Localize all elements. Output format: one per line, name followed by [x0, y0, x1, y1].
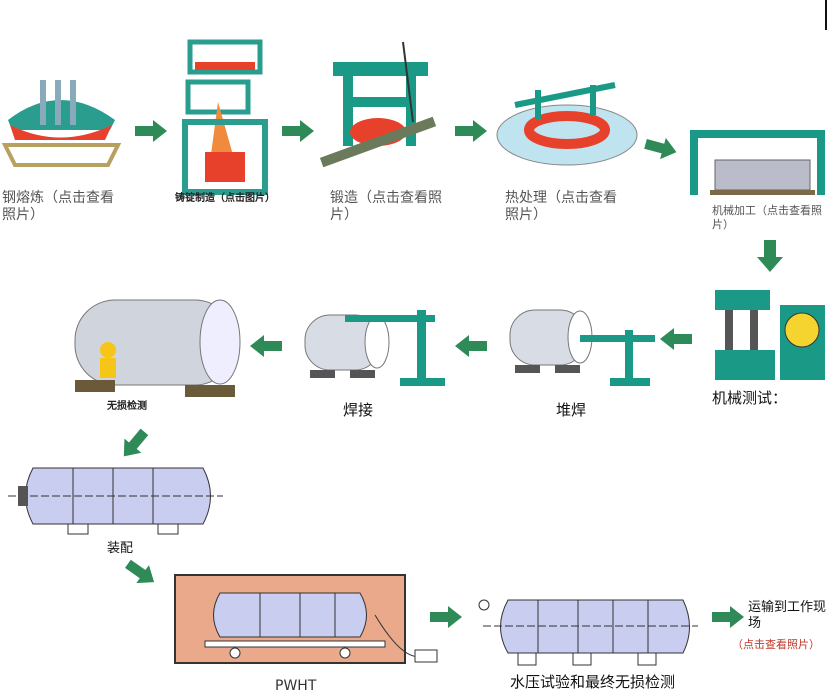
steel-melting-illustration[interactable]	[0, 70, 125, 170]
step-label-heat-treatment[interactable]: 热处理（点击查看照片）	[505, 190, 617, 223]
arrow-right-icon	[430, 606, 462, 628]
step-label-mechanical-test[interactable]: 机械测试：	[712, 389, 788, 407]
machining-illustration[interactable]	[690, 125, 830, 200]
step-label-steel-melting[interactable]: 钢熔炼（点击查看照片）	[2, 190, 114, 223]
step-label-hydro-test[interactable]: 水压试验和最终无损检测	[510, 673, 676, 691]
step-label-welding[interactable]: 焊接	[343, 401, 374, 419]
step-label-transport[interactable]: 运输到工作现场	[748, 600, 827, 631]
heat-treatment-illustration[interactable]	[495, 65, 640, 170]
mechanical-test-illustration[interactable]	[715, 285, 827, 385]
step-label-ndt[interactable]: 无损检测	[107, 401, 147, 412]
ingot-making-illustration[interactable]	[180, 39, 275, 195]
overlay-welding-illustration[interactable]	[505, 300, 665, 390]
arrow-right-icon	[282, 120, 314, 142]
arrow-right-icon	[712, 606, 744, 628]
hydro-test-vessel-illustration[interactable]	[478, 595, 698, 670]
arrow-left-icon	[660, 328, 692, 350]
arrow-left-icon	[250, 335, 282, 357]
step-label-forging[interactable]: 锻造（点击查看照片）	[330, 190, 442, 223]
arrow-right-icon	[455, 120, 487, 142]
step-label-assembly[interactable]: 装配	[107, 541, 134, 556]
arrow-right-icon	[644, 137, 677, 160]
step-label-overlay-welding[interactable]: 堆焊	[556, 401, 587, 419]
welding-illustration[interactable]	[304, 300, 455, 390]
arrow-down-icon	[757, 240, 783, 272]
pwht-furnace-illustration[interactable]	[174, 574, 438, 667]
ndt-illustration[interactable]	[70, 295, 245, 410]
assembly-vessel-illustration[interactable]	[8, 458, 223, 536]
arrow-right-icon	[135, 120, 167, 142]
step-label-pwht[interactable]: PWHT	[275, 678, 317, 694]
step-label-ingot-making[interactable]: 铸锭制造（点击图片）	[175, 193, 275, 204]
step-label-machining[interactable]: 机械加工（点击查看照片）	[712, 204, 822, 231]
arrow-left-icon	[455, 335, 487, 357]
arrow-down-left-icon	[123, 428, 149, 457]
arrow-down-right-icon	[125, 559, 155, 584]
transport-photo-link[interactable]: （点击查看照片）	[732, 638, 820, 651]
forging-illustration[interactable]	[318, 41, 443, 168]
top-right-divider	[825, 0, 827, 30]
